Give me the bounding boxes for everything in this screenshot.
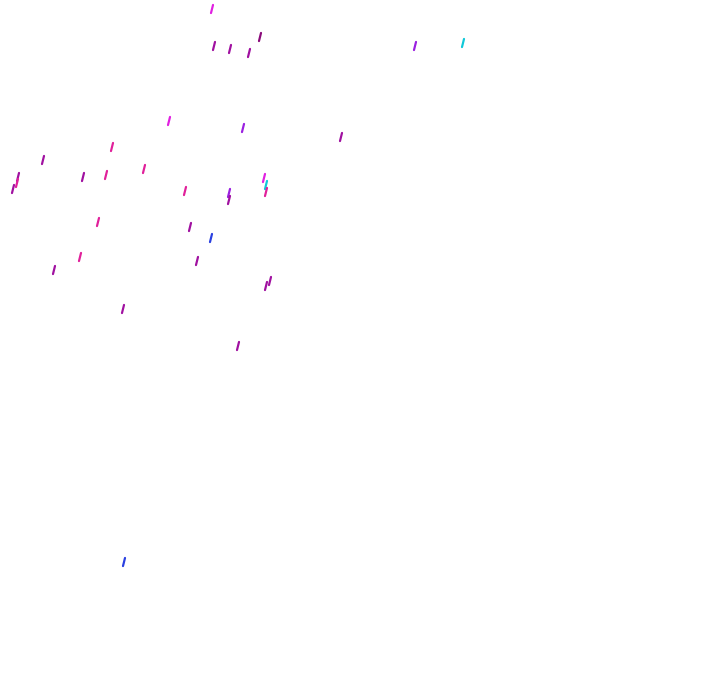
confetti-mark — [263, 280, 269, 292]
confetti-mark — [263, 186, 269, 198]
confetti-mark — [208, 232, 214, 244]
confetti-mark — [51, 264, 57, 276]
confetti-mark — [226, 194, 232, 206]
confetti-mark — [121, 556, 127, 568]
confetti-mark — [209, 3, 215, 15]
confetti-mark — [194, 255, 200, 267]
confetti-mark — [103, 169, 109, 181]
confetti-mark — [166, 115, 172, 127]
confetti-mark — [338, 131, 344, 143]
confetti-mark — [267, 275, 273, 287]
confetti-mark — [40, 154, 46, 166]
confetti-mark — [412, 40, 418, 52]
confetti-mark — [240, 122, 246, 134]
confetti-mark — [263, 179, 269, 191]
confetti-mark — [246, 47, 252, 59]
confetti-mark — [14, 177, 20, 189]
confetti-mark — [95, 216, 101, 228]
confetti-mark — [80, 171, 86, 183]
confetti-mark — [211, 40, 217, 52]
confetti-marks — [10, 3, 466, 568]
confetti-mark — [261, 172, 267, 184]
confetti-mark — [77, 251, 83, 263]
confetti-mark — [235, 340, 241, 352]
confetti-mark — [227, 43, 233, 55]
confetti-mark — [182, 185, 188, 197]
confetti-mark — [460, 37, 466, 49]
confetti-mark — [226, 187, 232, 199]
confetti-mark — [10, 183, 16, 195]
confetti-mark — [257, 31, 263, 43]
confetti-mark — [120, 303, 126, 315]
confetti-mark — [109, 141, 115, 153]
confetti-mark — [141, 163, 147, 175]
confetti-mark — [187, 221, 193, 233]
